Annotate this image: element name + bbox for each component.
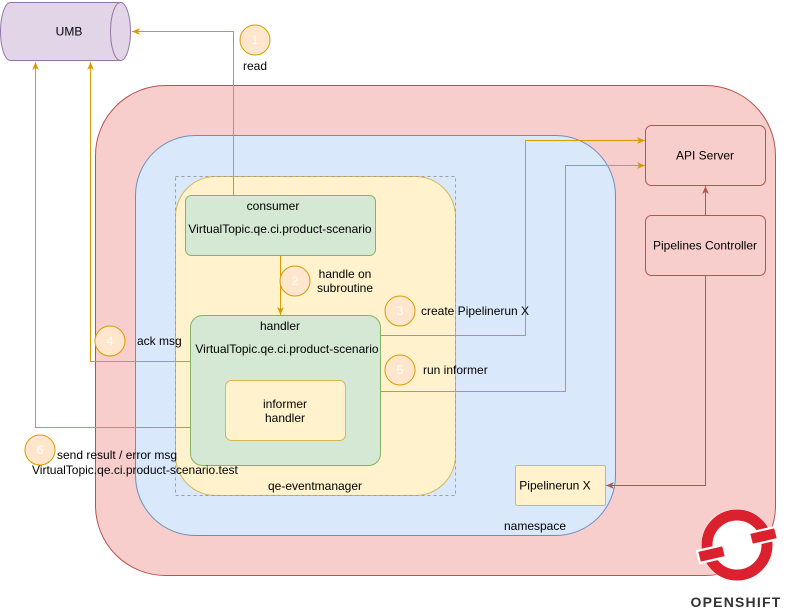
step-4-number: 4 [107, 334, 114, 348]
create-pipelinerun-arrow [381, 137, 645, 336]
step-6-label-line1: send result / error msg [57, 448, 177, 462]
consumer-topic: VirtualTopic.qe.ci.product-scenario [188, 222, 372, 236]
informer-handler-label-line2: handler [265, 411, 305, 425]
step-5-label: run informer [423, 363, 488, 377]
step-3-badge [384, 295, 416, 327]
consumer-title: consumer [247, 199, 300, 213]
read-arrow [132, 28, 234, 196]
qe-eventmanager-label: qe-eventmanager [268, 479, 362, 493]
openshift-logo-icon [695, 509, 780, 581]
openshift-logo-ring [701, 509, 773, 581]
step-5-badge [384, 354, 416, 386]
step-3-label: create Pipelinerun X [421, 304, 529, 318]
pipelines-controller-label: Pipelines Controller [653, 239, 757, 253]
umb-label: UMB [56, 25, 83, 39]
controller-to-pipelinerun-arrow [606, 275, 706, 489]
api-server-box [645, 125, 766, 186]
ack-msg-arrow [87, 62, 191, 362]
openshift-logo-band-right [747, 525, 780, 547]
step-4-badge [94, 325, 126, 357]
step-3-number: 3 [397, 304, 404, 318]
umb-queue: UMB [0, 2, 131, 61]
pipelinerun-label: Pipelinerun X [519, 479, 590, 493]
informer-handler-label-line1: informer [263, 397, 307, 411]
api-server-label: API Server [676, 149, 734, 163]
informer-handler-box [225, 380, 346, 441]
handler-title: handler [260, 319, 300, 333]
step-4-label: ack msg [137, 334, 182, 348]
step-2-label-line2: subroutine [317, 281, 373, 295]
step-2-number: 2 [292, 274, 299, 288]
umb-cylinder-cap [110, 2, 121, 61]
step-6-number: 6 [37, 443, 44, 457]
step-2-label-line1: handle on [319, 267, 372, 281]
step-1-label: read [243, 59, 267, 73]
step-1-badge [239, 24, 271, 56]
send-result-arrow [32, 62, 191, 428]
handler-topic: VirtualTopic.qe.ci.product-scenario [195, 342, 379, 356]
step-6-badge [24, 434, 56, 466]
step-1-number: 1 [252, 33, 259, 47]
run-informer-arrow [381, 162, 645, 392]
step-6-label-line2: VirtualTopic.qe.ci.product-scenario.test [32, 463, 239, 477]
openshift-logo-band-left [695, 543, 728, 565]
namespace-label: namespace [504, 519, 566, 533]
openshift-logo-text: OPENSHIFT [691, 594, 782, 610]
step-5-number: 5 [397, 363, 404, 377]
step-2-badge [279, 265, 311, 297]
pipelinerun-box [515, 465, 606, 506]
